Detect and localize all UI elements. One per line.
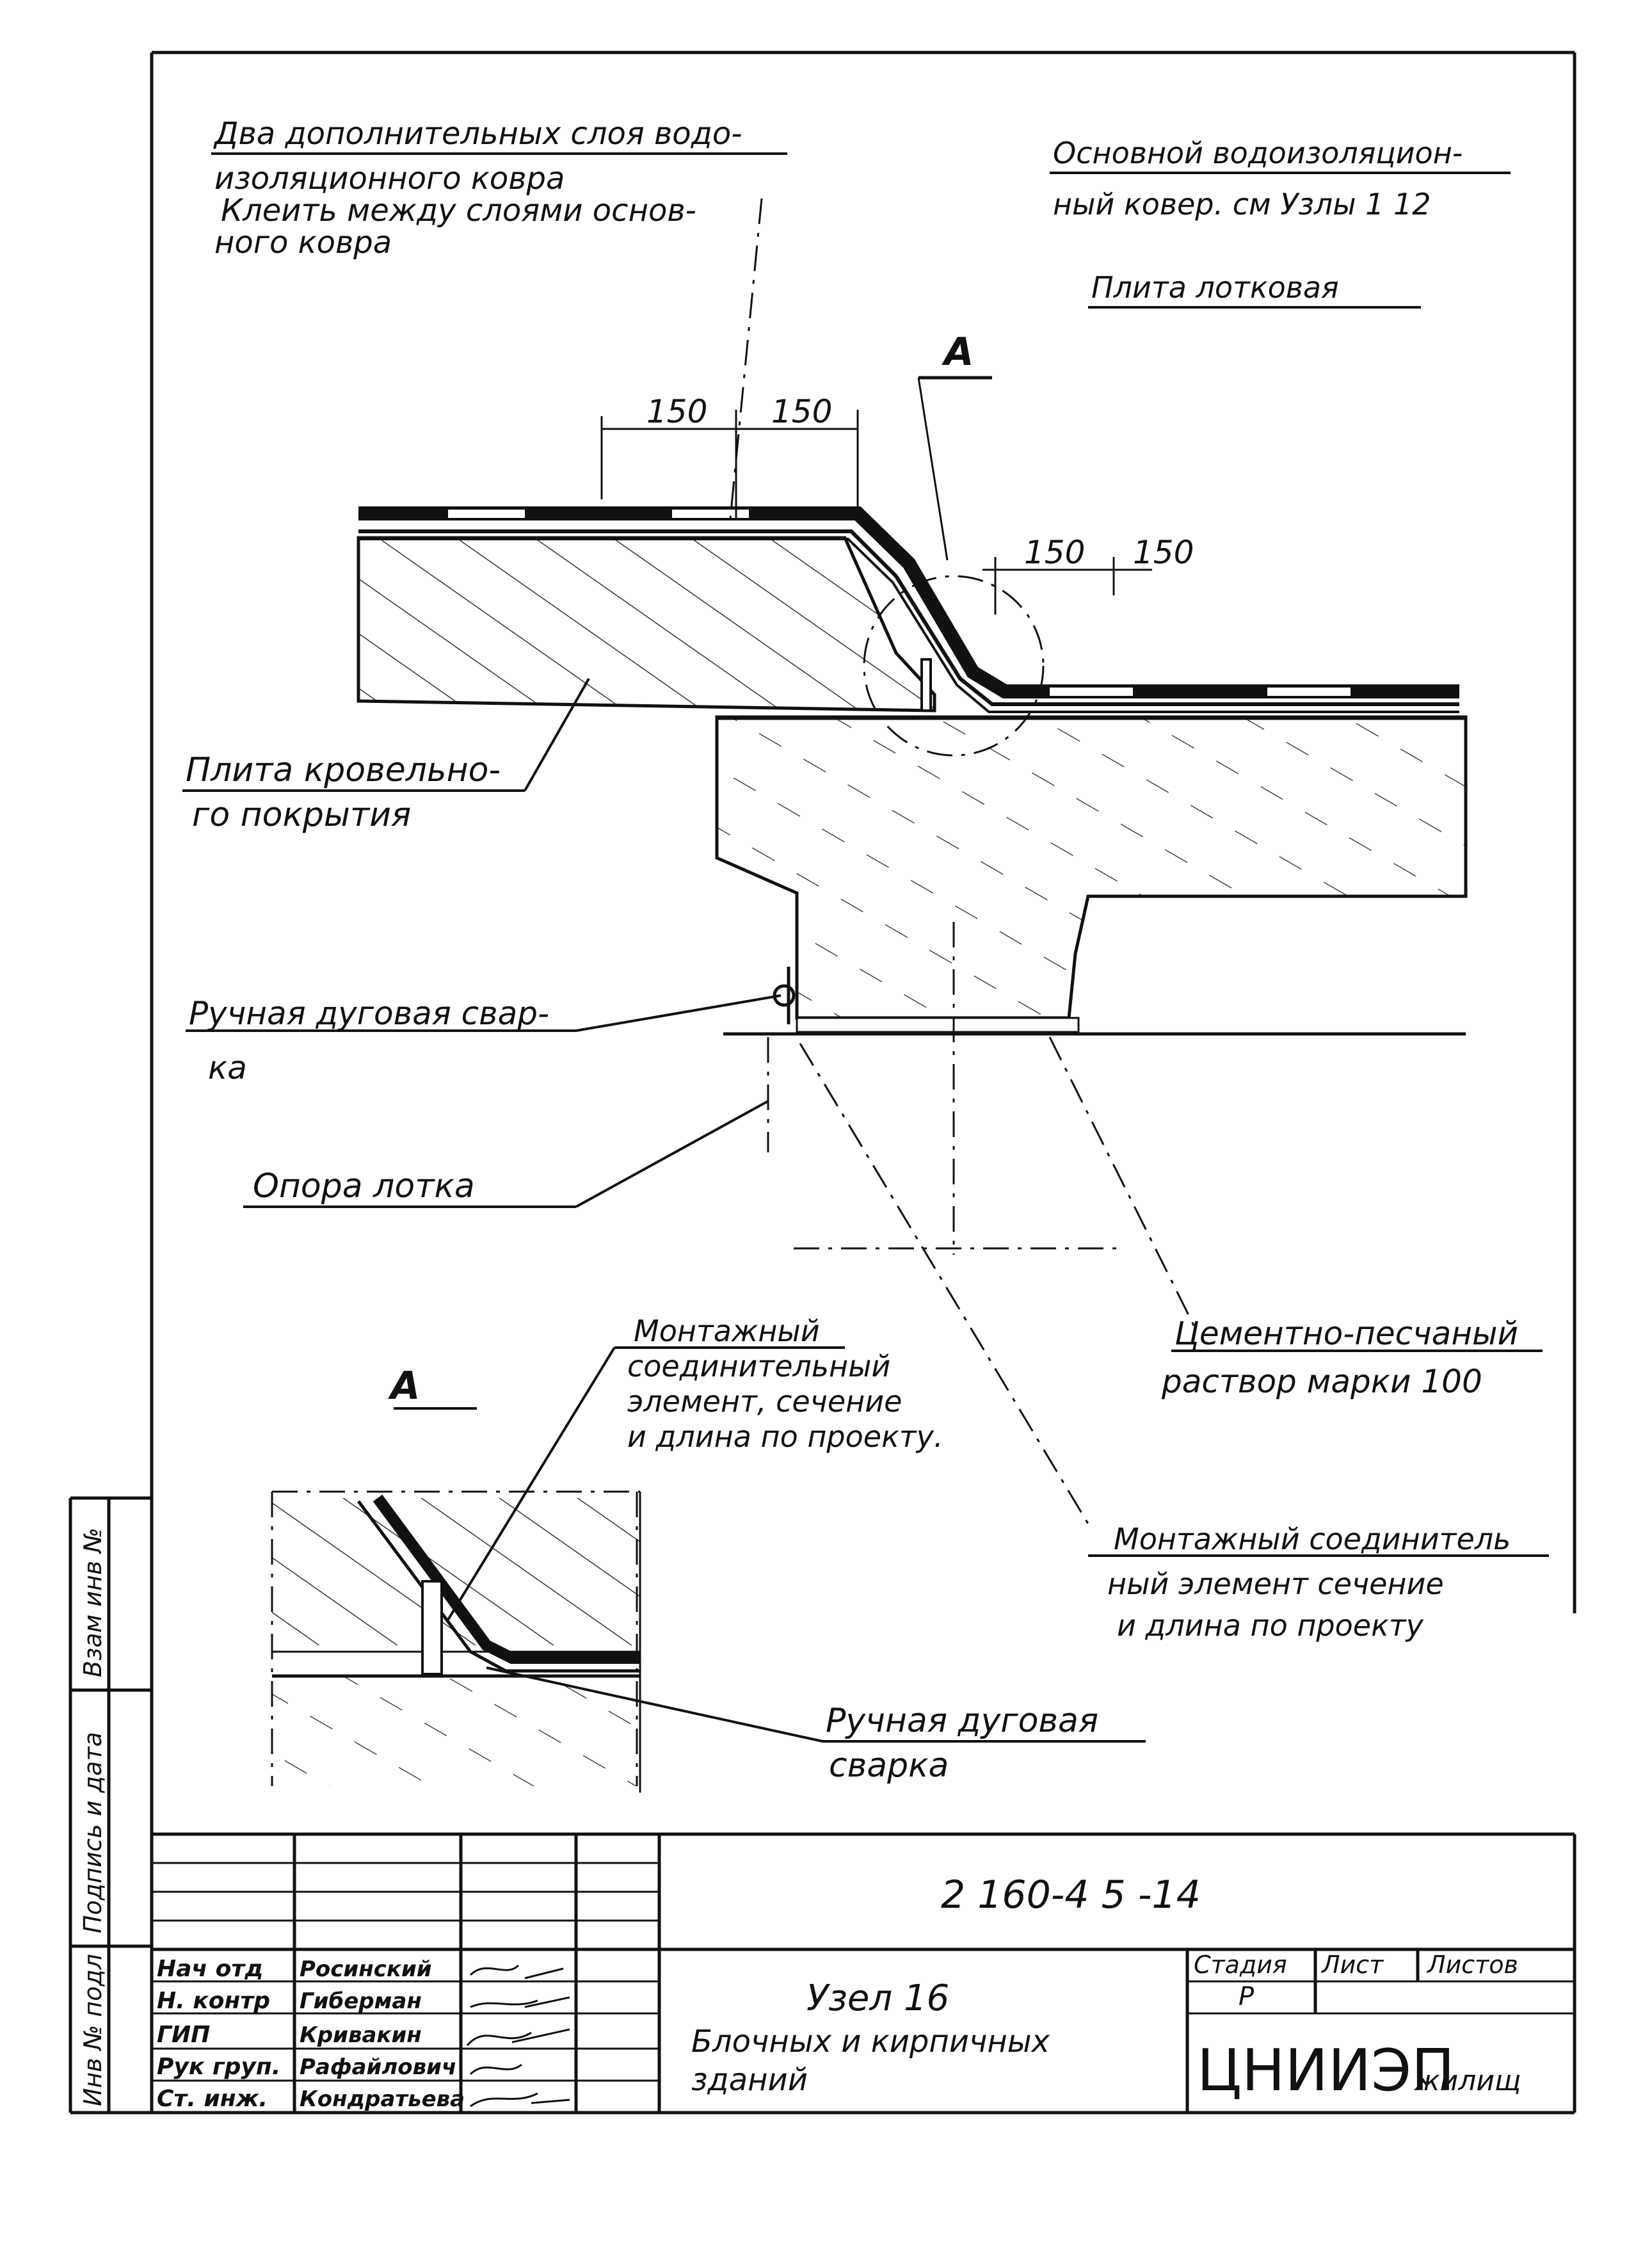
name-1: Росинский xyxy=(300,1956,432,1982)
role-2: Н. контр xyxy=(157,1988,270,2014)
label-main-carpet: Основной водоизоляцион- ный ковер. см Уз… xyxy=(1050,136,1511,309)
section-mark-detail: А xyxy=(388,1364,420,1408)
svg-text:ка: ка xyxy=(208,1049,247,1086)
svg-text:изоляционного ковра: изоляционного ковра xyxy=(214,161,565,197)
side-label-2: Подпись и дата xyxy=(79,1732,107,1933)
carpet-gap xyxy=(448,510,525,518)
svg-text:элемент, сечение: элемент, сечение xyxy=(627,1384,902,1419)
role-4: Рук груп. xyxy=(157,2054,280,2080)
svg-text:Основной водоизоляцион-: Основной водоизоляцион- xyxy=(1053,136,1463,170)
svg-text:Ручная дуговая свар-: Ручная дуговая свар- xyxy=(189,995,549,1032)
svg-text:Цементно-песчаный: Цементно-песчаный xyxy=(1175,1315,1518,1352)
side-stamp: Взам инв № Подпись и дата Инв № подл xyxy=(68,1496,152,2115)
svg-text:раствор марки 100: раствор марки 100 xyxy=(1161,1363,1482,1400)
section-mark-top: А xyxy=(942,330,974,375)
signature-1 xyxy=(469,1964,564,1979)
svg-text:ного ковра: ного ковра xyxy=(214,225,392,261)
detail-a xyxy=(271,1407,641,1793)
name-3: Кривакин xyxy=(300,2022,422,2048)
stage-value: Р xyxy=(1239,1982,1255,2011)
label-cement-mortar: Цементно-песчаный раствор марки 100 xyxy=(1161,1315,1543,1400)
org-main: ЦНИИЭП xyxy=(1197,2037,1455,2104)
svg-text:го покрытия: го покрытия xyxy=(192,796,411,834)
svg-text:и длина по проекту.: и длина по проекту. xyxy=(627,1419,943,1454)
roof-slab-shape xyxy=(357,536,936,713)
svg-text:Монтажный: Монтажный xyxy=(634,1314,820,1348)
side-label-1: Взам инв № xyxy=(79,1527,107,1677)
dim-150-c: 150 xyxy=(1024,534,1085,571)
svg-text:ный элемент сечение: ный элемент сечение xyxy=(1107,1567,1444,1601)
label-welding-bottom: Ручная дуговая сварка xyxy=(486,1666,1146,1785)
label-extra-layers: Два дополнительных слоя водо- изоляционн… xyxy=(211,116,787,261)
role-3: ГИП xyxy=(157,2022,210,2048)
signature-2 xyxy=(470,1996,570,2008)
svg-text:Клеить между слоями основ-: Клеить между слоями основ- xyxy=(221,193,696,229)
svg-text:Монтажный соединитель: Монтажный соединитель xyxy=(1114,1522,1511,1556)
dim-150-b: 150 xyxy=(771,393,832,430)
side-label-3: Инв № подл xyxy=(79,1954,107,2106)
signature-3 xyxy=(466,2028,570,2046)
label-welding-top: Ручная дуговая свар- ка xyxy=(186,994,782,1086)
tray-slab-shape xyxy=(715,715,1468,1020)
label-roof-slab: Плита кровельно- го покрытия xyxy=(182,678,590,834)
dim-150-a: 150 xyxy=(646,393,707,430)
detail-slab-top xyxy=(272,1498,640,1645)
svg-text:сварка: сварка xyxy=(829,1746,949,1785)
role-5: Ст. инж. xyxy=(157,2086,268,2112)
title-line-3: зданий xyxy=(691,2062,808,2098)
stage-header: Стадия xyxy=(1194,1951,1287,1979)
name-4: Рафайлович xyxy=(300,2054,456,2080)
title-line-2: Блочных и кирпичных xyxy=(691,2024,1050,2059)
tray-slab-label: Плита лотковая xyxy=(1091,270,1339,305)
signature-4 xyxy=(469,2063,522,2076)
svg-text:соединительный: соединительный xyxy=(627,1349,890,1383)
signature-5 xyxy=(470,2092,570,2108)
org-sub: жилищ xyxy=(1414,2065,1521,2097)
svg-text:Плита кровельно-: Плита кровельно- xyxy=(186,751,501,789)
extra-layers-line1: Два дополнительных слоя водо- xyxy=(213,116,742,152)
label-mount-element-left: Монтажный соединительный элемент, сечени… xyxy=(447,1314,943,1621)
role-1: Нач отд xyxy=(157,1956,263,1982)
title-block: 2 160-4 5 -14 Узел 16 Блочных и кирпичны… xyxy=(152,1832,1576,2115)
detail-circle xyxy=(863,575,1045,757)
svg-text:и длина по проекту: и длина по проекту xyxy=(1117,1608,1424,1643)
name-5: Кондратьева xyxy=(300,2086,465,2112)
label-tray-support: Опора лотка xyxy=(243,1100,769,1208)
svg-text:Ручная дуговая: Ручная дуговая xyxy=(826,1702,1098,1740)
mortar-bed xyxy=(796,1017,1080,1033)
dim-150-d: 150 xyxy=(1133,534,1194,571)
name-2: Гиберман xyxy=(300,1988,422,2014)
title-node: Узел 16 xyxy=(806,1978,949,2019)
doc-code: 2 160-4 5 -14 xyxy=(941,1873,1201,1917)
label-mount-element-right: Монтажный соединитель ный элемент сечени… xyxy=(1088,1522,1549,1643)
svg-text:ный ковер. см Узлы 1 12: ный ковер. см Узлы 1 12 xyxy=(1053,187,1431,222)
sheets-header: Листов xyxy=(1426,1951,1518,1979)
main-section xyxy=(357,198,1468,1524)
sheet-frame xyxy=(150,51,1576,2113)
svg-text:Опора лотка: Опора лотка xyxy=(253,1167,475,1205)
detail-slab-bottom xyxy=(272,1677,640,1786)
sheet-header: Лист xyxy=(1320,1951,1384,1979)
